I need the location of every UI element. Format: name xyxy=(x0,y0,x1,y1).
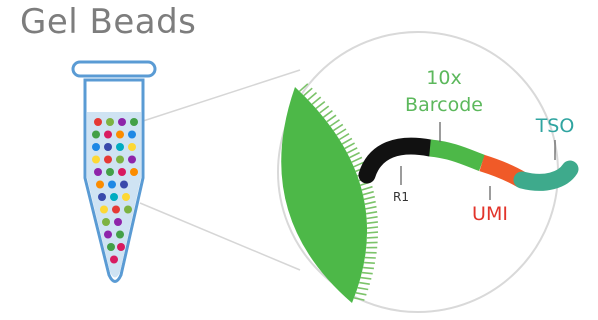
bead-fringe-strand xyxy=(361,271,373,275)
zoom-line-top xyxy=(139,69,301,123)
tube-bead-dot xyxy=(104,155,112,164)
tube-bead-dot xyxy=(118,168,126,176)
tube-bead-dot xyxy=(92,155,100,164)
barcode-segment xyxy=(429,139,486,171)
tube xyxy=(71,60,157,283)
tube-bead-dot xyxy=(110,193,118,201)
tube-bead-dot xyxy=(107,243,115,251)
bead-fringe-strand xyxy=(366,231,379,234)
bead-fringe-strand xyxy=(344,142,355,150)
bead-fringe-strand xyxy=(322,109,333,118)
zoom-line-bottom xyxy=(139,202,301,271)
bead-fringe-strand xyxy=(357,286,369,291)
tube-bead-dot xyxy=(128,155,136,164)
tube-cap xyxy=(71,60,157,78)
bead-fringe-strand xyxy=(365,205,377,210)
bead-fringe-strand xyxy=(315,100,326,110)
tube-beads xyxy=(92,118,138,264)
tube-bead-dot xyxy=(108,180,116,189)
tube-bead-dot xyxy=(116,155,124,164)
bead-fringe-strand xyxy=(303,87,313,97)
tube-bead-dot xyxy=(94,118,102,126)
tube-bead-dot xyxy=(92,130,100,139)
tube-bead-dot xyxy=(128,130,136,139)
gel-bead xyxy=(281,83,379,303)
bead-fringe-strand xyxy=(359,281,370,285)
tube-bead-dot xyxy=(92,143,100,151)
tube-bead-dot xyxy=(118,118,126,126)
bead-fringe-strand xyxy=(365,211,378,215)
tube-bead-dot xyxy=(96,180,104,189)
tube-bead-dot xyxy=(130,118,138,126)
tube-bead-dot xyxy=(114,218,122,226)
bead-fringe-strand xyxy=(311,96,322,105)
bead-fringe-strand xyxy=(366,236,378,239)
tso-label: TSO xyxy=(535,115,575,137)
tube-bead-dot xyxy=(130,168,138,176)
bead-fringe-strand xyxy=(332,123,344,132)
bead-fringe-strand xyxy=(363,195,375,201)
tube-bead-dot xyxy=(106,118,114,126)
diagram-title: Gel Beads xyxy=(20,2,197,42)
bead-body xyxy=(281,87,368,303)
r1-label: R1 xyxy=(393,190,409,204)
bead-fringe-strand xyxy=(351,156,363,163)
bead-fringe-strand xyxy=(363,266,374,270)
tube-bead-dot xyxy=(116,143,124,151)
bead-fringe-strand xyxy=(361,185,373,191)
tube-bead-dot xyxy=(94,168,102,176)
bead-fringe-strand xyxy=(349,151,360,159)
bead-fringe-strand xyxy=(355,292,367,296)
tube-bead-dot xyxy=(106,168,114,176)
tube-bead-dot xyxy=(102,218,110,226)
bead-fringe-strand xyxy=(366,226,379,229)
r1-segment xyxy=(358,137,439,184)
barcode-label-line2: Barcode xyxy=(405,94,483,116)
tube-bead-dot xyxy=(98,193,106,201)
tube-bead-dot xyxy=(104,130,112,139)
tube-bead-dot xyxy=(104,143,112,151)
tube-bead-dot xyxy=(116,230,124,239)
bead-fringe-strand xyxy=(341,137,353,145)
bead-fringe-strand xyxy=(346,147,358,154)
bead-fringe-strand xyxy=(360,276,372,280)
tube-bead-dot xyxy=(100,205,108,214)
tube-bead-dot xyxy=(120,180,128,189)
bead-fringe-strand xyxy=(366,216,378,220)
oligo-strand xyxy=(358,137,579,191)
tube-bead-dot xyxy=(110,255,118,264)
bead-fringe-strand xyxy=(336,128,347,136)
bead-fringe-strand xyxy=(353,297,365,301)
bead-fringe-strand xyxy=(326,114,337,123)
bead-fringe-strand xyxy=(338,133,350,141)
bead-fringe-strand xyxy=(364,261,375,264)
tube-bead-dot xyxy=(124,205,132,214)
tube-bead-dot xyxy=(104,230,112,239)
bead-fringe-strand xyxy=(329,119,340,127)
bead-fringe-strand xyxy=(307,91,318,101)
barcode-label-line1: 10x xyxy=(426,67,461,89)
bead-fringe-strand xyxy=(298,83,309,92)
bead-fringe-strand xyxy=(319,105,330,114)
tube-bead-dot xyxy=(128,143,136,151)
tube-bead-dot xyxy=(117,243,125,251)
umi-label: UMI xyxy=(472,203,508,225)
bead-fringe-strand xyxy=(364,200,376,205)
tube-bead-dot xyxy=(116,130,124,139)
bead-fringe-strand xyxy=(353,161,365,168)
tube-bead-dot xyxy=(112,205,120,214)
tso-segment xyxy=(513,160,579,191)
bead-fringe-strand xyxy=(362,190,374,196)
tube-bead-dot xyxy=(122,193,130,201)
bead-fringe-strand xyxy=(366,221,379,225)
